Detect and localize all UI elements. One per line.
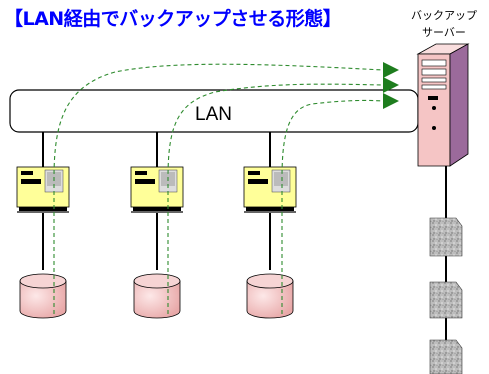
backup-flows [53,63,384,314]
disk-2-icon [133,273,181,319]
server-label-line2: サーバー [422,26,466,39]
diagram-title: 【LAN経由でバックアップさせる形態】 [4,8,342,30]
flow-client2 [167,83,384,314]
tape-3-icon [429,339,463,374]
client-3-icon [243,166,297,213]
flow-client1 [53,63,384,314]
client-wires [42,132,271,270]
arrowhead-3 [383,93,399,109]
server-label-line1: バックアップ [411,9,477,22]
tape-2-icon [429,281,463,319]
flow-client3 [281,99,384,314]
client-2-icon [130,166,184,213]
disk-1-icon [19,273,67,319]
tape-1-icon [429,217,463,257]
flow-arrowheads [383,62,399,109]
backup-server-icon [416,43,470,167]
arrowhead-1 [383,62,399,78]
lan-label: LAN [195,104,232,125]
client-1-icon [16,166,70,213]
arrowhead-2 [383,77,399,93]
disk-3-icon [246,273,294,319]
